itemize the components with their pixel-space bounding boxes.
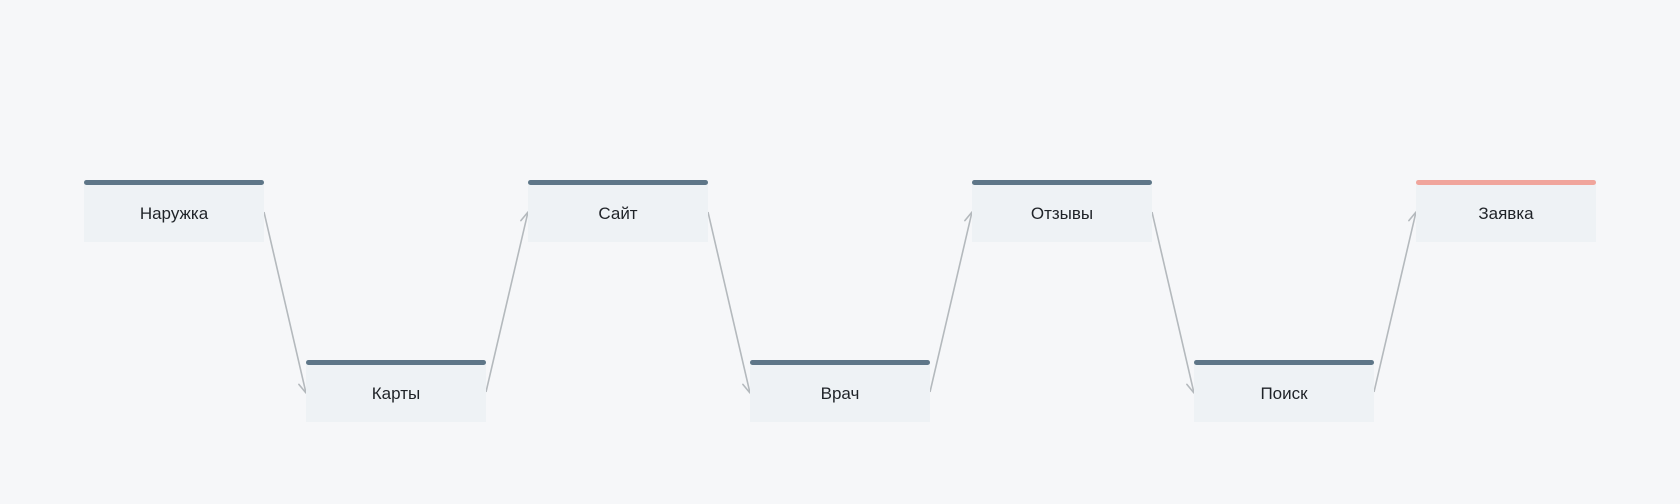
node-label: Наружка	[139, 204, 209, 223]
node-label: Поиск	[1260, 384, 1308, 403]
arrow-otzyvy-to-poisk	[1151, 211, 1198, 394]
node-poisk: Поиск	[1194, 360, 1374, 422]
node-karty: Карты	[306, 360, 486, 422]
node-accent-bar-final	[1416, 180, 1596, 185]
node-label: Карты	[371, 384, 421, 403]
node-zayavka: Заявка	[1416, 180, 1596, 242]
node-label: Отзывы	[1030, 204, 1094, 223]
arrow-vrach-to-otzyvy	[929, 211, 976, 393]
node-accent-bar	[84, 180, 264, 185]
node-accent-bar	[306, 360, 486, 365]
node-label: Сайт	[598, 204, 638, 223]
node-accent-bar	[972, 180, 1152, 185]
arrow-sait-to-vrach	[707, 211, 754, 394]
node-otzyvy: Отзывы	[972, 180, 1152, 242]
arrow-naruzhka-to-karty	[263, 211, 310, 394]
node-accent-bar	[528, 180, 708, 185]
arrow-karty-to-sait	[485, 211, 532, 393]
node-accent-bar	[1194, 360, 1374, 365]
node-vrach: Врач	[750, 360, 930, 422]
node-sait: Сайт	[528, 180, 708, 242]
arrow-poisk-to-zayavka	[1373, 211, 1420, 393]
node-naruzhka: Наружка	[84, 180, 264, 242]
node-label: Заявка	[1478, 204, 1534, 223]
node-accent-bar	[750, 360, 930, 365]
node-label: Врач	[820, 384, 860, 403]
